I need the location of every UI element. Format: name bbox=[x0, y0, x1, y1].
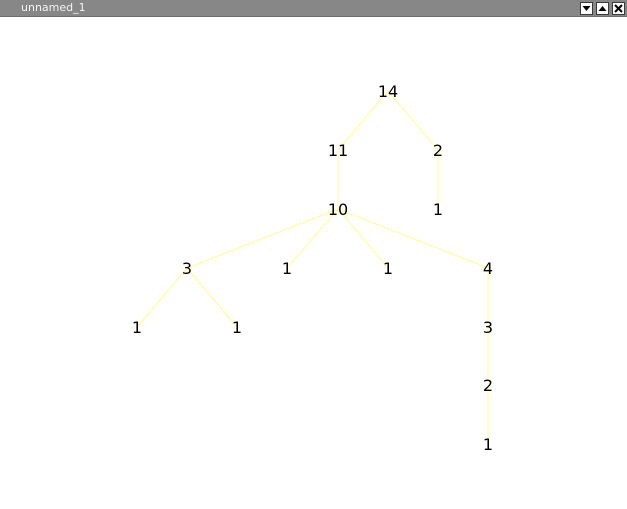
maximize-button[interactable] bbox=[596, 2, 609, 15]
tree-node-label[interactable]: 3 bbox=[182, 259, 192, 278]
triangle-up-icon bbox=[598, 6, 607, 11]
window-controls bbox=[580, 2, 625, 15]
title-bar[interactable]: unnamed_1 bbox=[0, 0, 627, 17]
triangle-down-icon bbox=[582, 6, 591, 11]
tree-node-label[interactable]: 3 bbox=[483, 318, 493, 337]
tree-edge bbox=[387, 90, 439, 151]
tree-node-label[interactable]: 4 bbox=[483, 259, 493, 278]
x-close-icon bbox=[614, 4, 623, 13]
tree-edge bbox=[337, 208, 389, 269]
tree-node-label[interactable]: 10 bbox=[328, 200, 348, 219]
tree-node-label[interactable]: 1 bbox=[433, 200, 443, 219]
tree-node-label[interactable]: 2 bbox=[433, 141, 443, 160]
tree-edge bbox=[286, 208, 339, 269]
tree-node-label[interactable]: 11 bbox=[328, 141, 348, 160]
tree-edge bbox=[337, 208, 489, 269]
tree-edge bbox=[136, 267, 188, 328]
tree-node-label[interactable]: 2 bbox=[483, 376, 493, 395]
tree-edge bbox=[337, 90, 389, 151]
tree-edge bbox=[186, 208, 339, 269]
tree-node-label[interactable]: 1 bbox=[132, 318, 142, 337]
window-title: unnamed_1 bbox=[21, 1, 86, 14]
close-button[interactable] bbox=[612, 2, 625, 15]
tree-node-label[interactable]: 1 bbox=[282, 259, 292, 278]
tree-node-label[interactable]: 1 bbox=[383, 259, 393, 278]
tree-edges bbox=[136, 90, 489, 444]
tree-edge bbox=[186, 267, 238, 328]
tree-node-label[interactable]: 1 bbox=[483, 435, 493, 454]
tree-node-label[interactable]: 14 bbox=[378, 82, 398, 101]
tree-node-label[interactable]: 1 bbox=[232, 318, 242, 337]
minimize-button[interactable] bbox=[580, 2, 593, 15]
